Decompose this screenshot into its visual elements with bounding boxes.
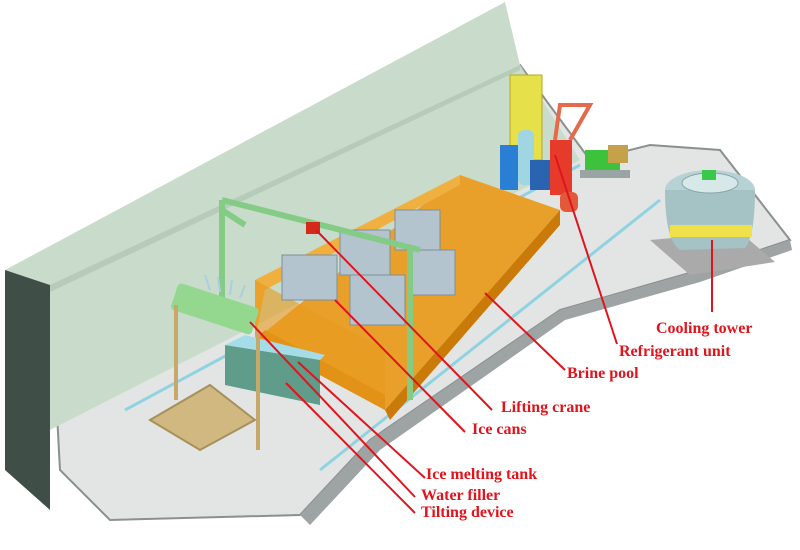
label-brine-pool: Brine pool <box>567 365 639 382</box>
refrigerant-unit <box>500 103 630 212</box>
label-tilting-device: Tilting device <box>421 504 514 521</box>
label-water-filler: Water filler <box>421 487 501 504</box>
water-filler <box>171 274 259 335</box>
label-cooling-tower: Cooling tower <box>656 320 753 337</box>
label-ice-melting-tank: Ice melting tank <box>426 466 538 483</box>
tilting-device <box>148 305 260 452</box>
label-ice-cans: Ice cans <box>472 421 527 438</box>
leader-lines <box>249 154 713 514</box>
label-refrigerant-unit: Refrigerant unit <box>619 343 731 360</box>
lifting-crane <box>219 197 421 400</box>
label-lifting-crane: Lifting crane <box>501 399 591 416</box>
